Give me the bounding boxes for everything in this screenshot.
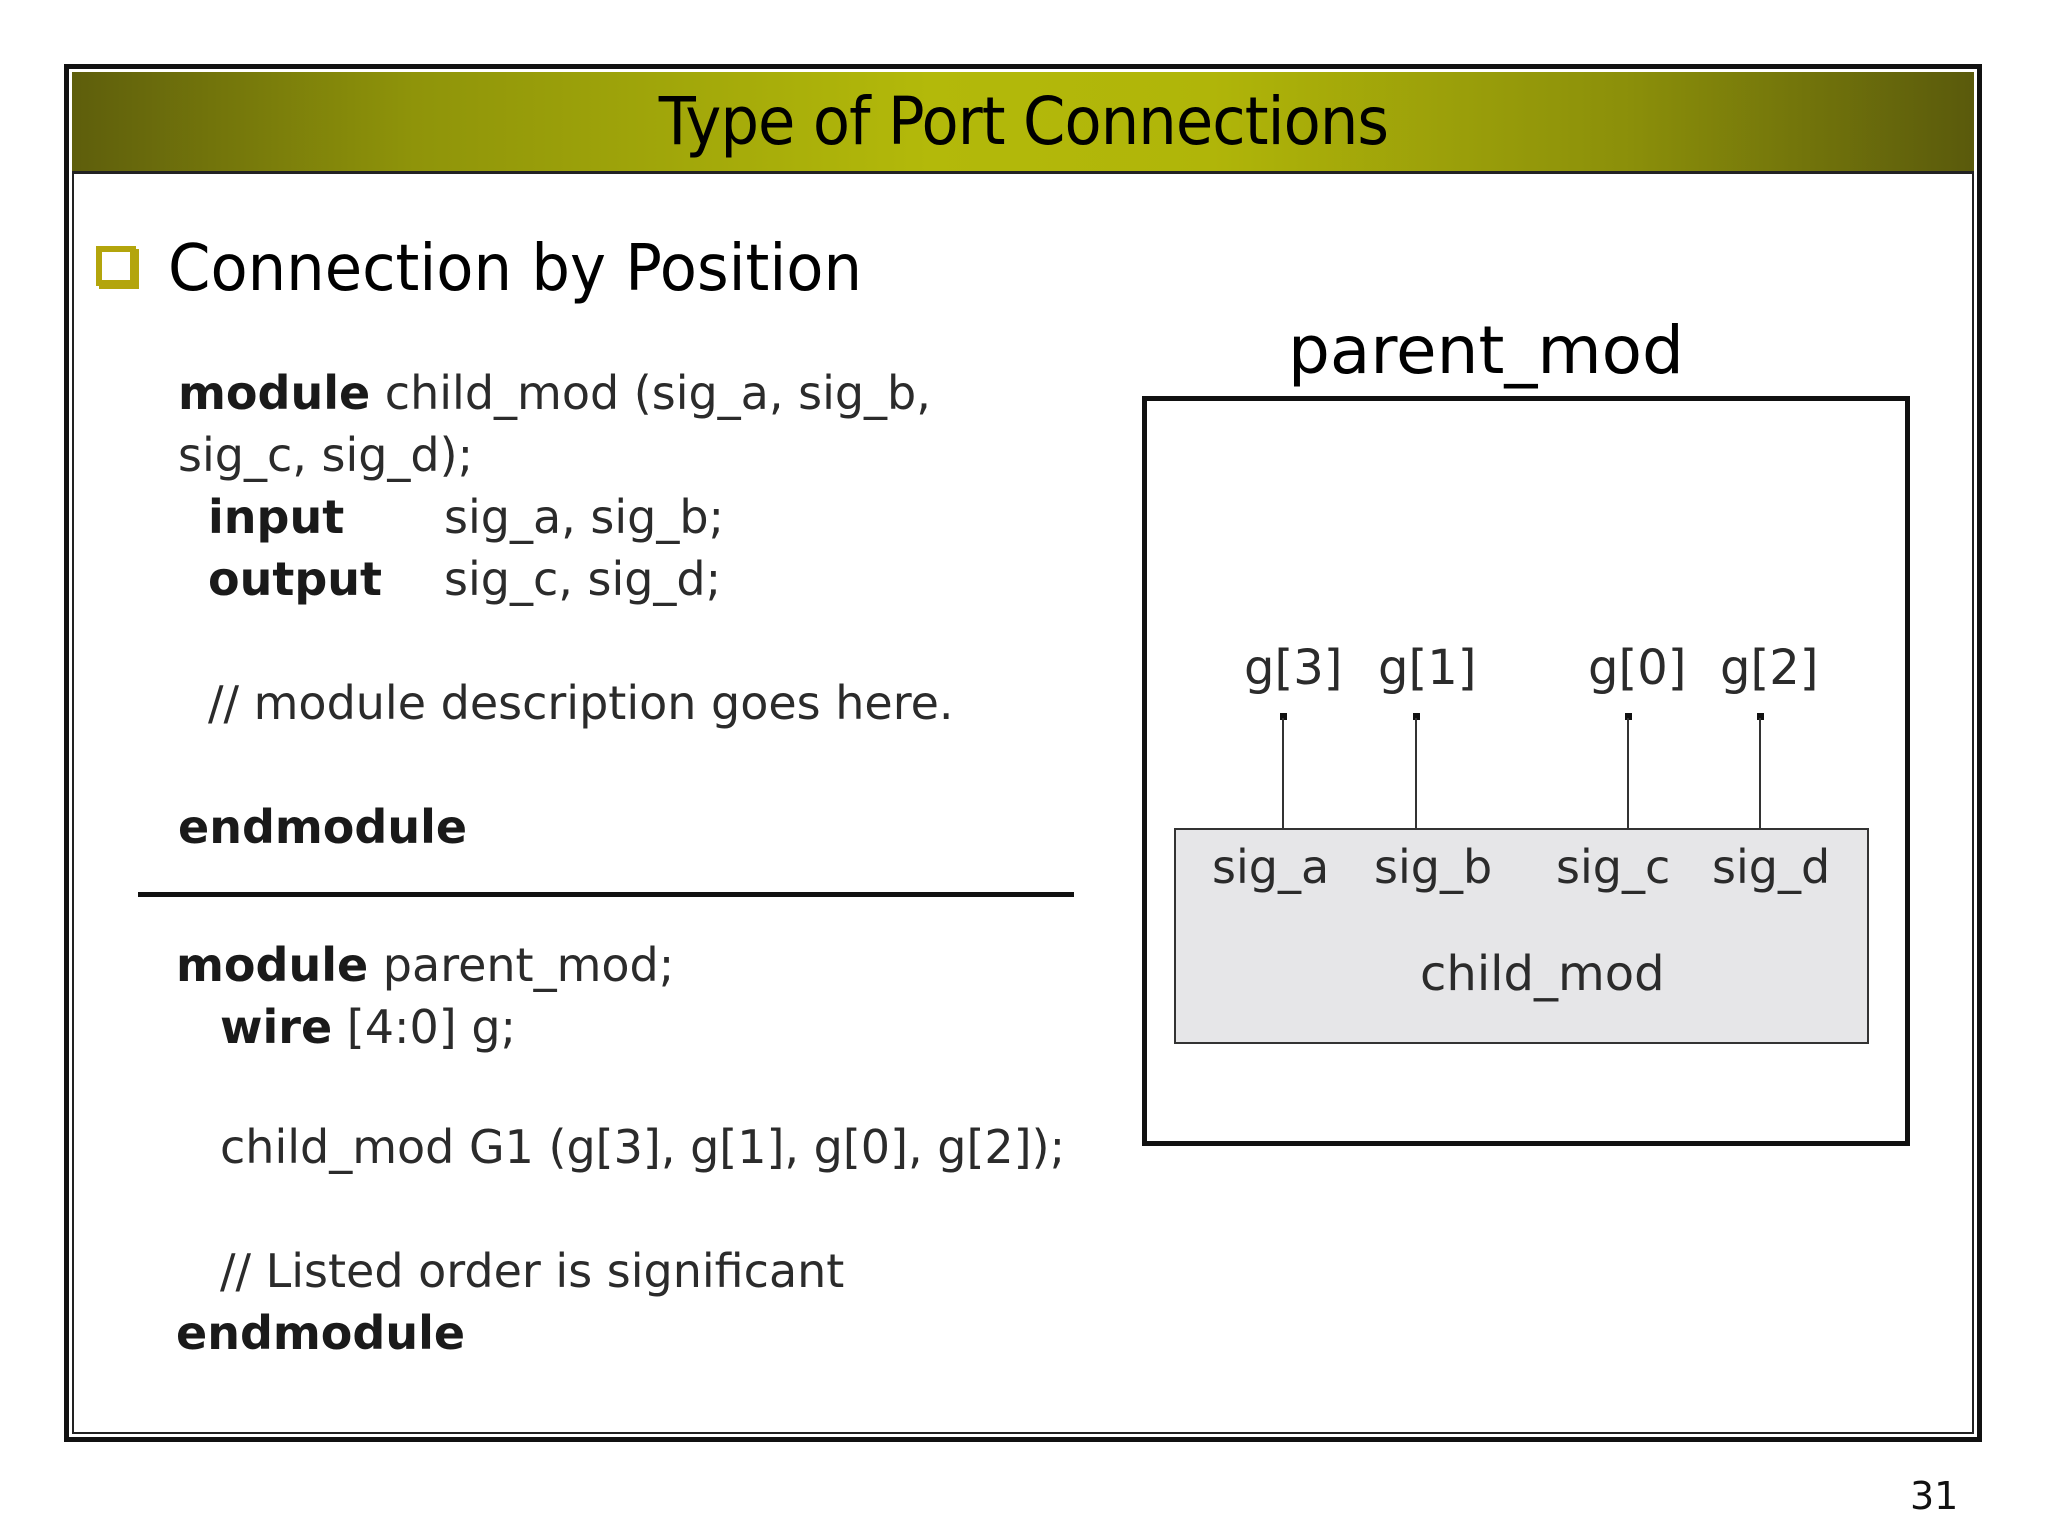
code-text: [4:0] g; [332, 1000, 517, 1054]
code-line-instance: child_mod G1 (g[3], g[1], g[0], g[2]); [220, 1120, 1066, 1174]
pin-label: g[0] [1588, 640, 1687, 696]
keyword-input: input [208, 490, 345, 544]
port-label: sig_d [1712, 840, 1831, 894]
code-line-input: input [208, 490, 344, 544]
child-mod-label: child_mod [1420, 946, 1665, 1002]
slide-title: Type of Port Connections [658, 83, 1388, 160]
code-line-output-signals: sig_c, sig_d; [444, 552, 722, 606]
slide-outer-frame [64, 64, 1982, 1442]
code-line-child-signals: sig_c, sig_d); [178, 428, 474, 482]
pin-wire [1282, 718, 1284, 828]
pin-dot [1625, 713, 1632, 720]
code-comment-description: // module description goes here. [208, 676, 954, 730]
port-label: sig_a [1212, 840, 1330, 894]
keyword-wire: wire [220, 1000, 333, 1054]
keyword-endmodule: endmodule [176, 1306, 466, 1360]
code-comment-order: // Listed order is significant [220, 1244, 845, 1298]
pin-wire [1627, 718, 1629, 828]
keyword-module: module [178, 366, 371, 420]
page-number: 31 [1910, 1474, 1959, 1518]
pin-dot [1413, 713, 1420, 720]
code-line-parent-module: module parent_mod; [176, 938, 674, 992]
pin-wire [1415, 718, 1417, 828]
pin-label: g[1] [1378, 640, 1477, 696]
keyword-module: module [176, 938, 369, 992]
keyword-endmodule: endmodule [178, 800, 468, 854]
port-label: sig_b [1374, 840, 1493, 894]
pin-label: g[2] [1720, 640, 1819, 696]
code-endmodule-child: endmodule [178, 800, 467, 854]
code-text: parent_mod; [368, 938, 675, 992]
pin-dot [1757, 713, 1764, 720]
child-mod-box [1174, 828, 1869, 1044]
port-label: sig_c [1556, 840, 1671, 894]
parent-mod-box [1142, 396, 1910, 1146]
code-endmodule-parent: endmodule [176, 1306, 465, 1360]
code-line-input-signals: sig_a, sig_b; [444, 490, 725, 544]
bullet-square-icon [96, 246, 136, 286]
code-text: child_mod (sig_a, sig_b, [370, 366, 931, 420]
keyword-output: output [208, 552, 383, 606]
code-line-output: output [208, 552, 382, 606]
pin-dot [1280, 713, 1287, 720]
code-line-child-module: module child_mod (sig_a, sig_b, [178, 366, 931, 420]
pin-wire [1759, 718, 1761, 828]
pin-label: g[3] [1244, 640, 1343, 696]
code-line-wire: wire [4:0] g; [220, 1000, 516, 1054]
code-separator-line [138, 892, 1074, 897]
title-bar: Type of Port Connections [72, 72, 1974, 174]
bullet-heading: Connection by Position [168, 232, 862, 306]
parent-mod-label: parent_mod [1288, 312, 1684, 389]
